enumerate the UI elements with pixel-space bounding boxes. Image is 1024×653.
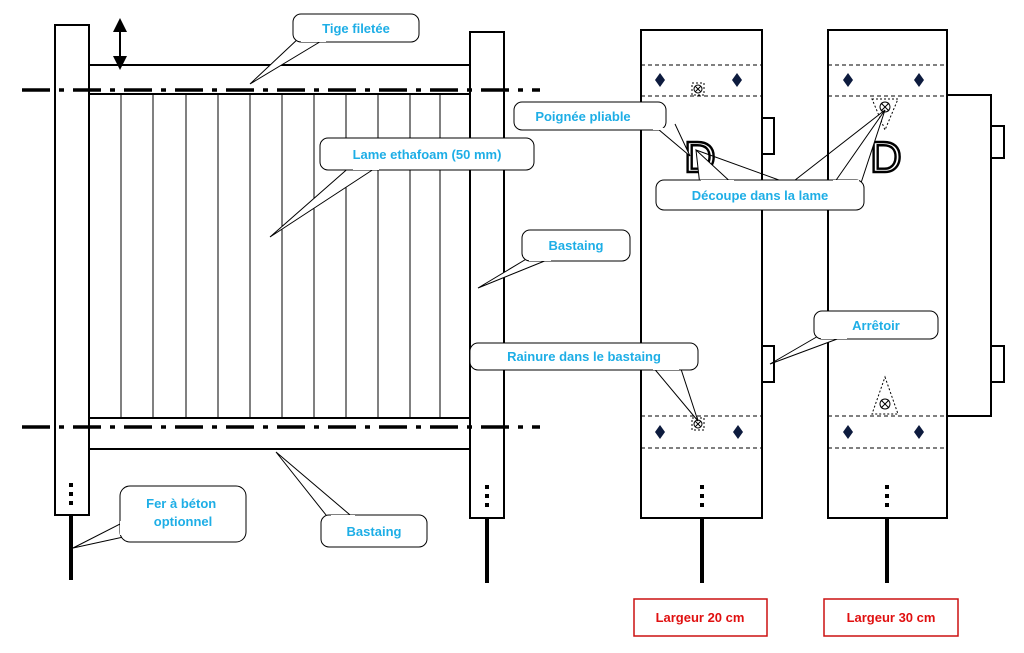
slats (120, 94, 441, 418)
left-post (54, 24, 90, 516)
callout-rebar: Fer à béton optionnel (72, 485, 247, 549)
label-folding-handle: Poignée pliable (535, 109, 630, 124)
post-20cm-dots (700, 485, 704, 507)
stopper-tab-30cm (990, 345, 1005, 383)
left-post-dots (69, 483, 73, 505)
right-post-dots (485, 485, 489, 507)
post-30cm-back (946, 94, 992, 417)
side-view-30cm: D (827, 29, 1005, 583)
bolt-icon-30 (843, 73, 924, 439)
label-rebar: Fer à béton optionnel (146, 496, 220, 529)
post-30cm-dots (885, 485, 889, 507)
bolt-hole-icon (691, 82, 705, 431)
caption-width-30: Largeur 30 cm (823, 598, 959, 637)
label-stopper: Arrêtoir (852, 318, 900, 333)
label-ethafoam-slat: Lame ethafoam (50 mm) (353, 147, 502, 162)
callout-upright-bastaing: Bastaing (477, 229, 631, 289)
callout-groove: Rainure dans le bastaing (469, 342, 699, 422)
caption-width-20: Largeur 20 cm (633, 598, 768, 637)
stopper-tab-20cm (761, 345, 775, 383)
caption-width-30-text: Largeur 30 cm (847, 610, 936, 625)
callout-cutout: Découpe dans la lame (655, 109, 886, 211)
top-tab-30cm (990, 125, 1005, 159)
bolt-icon (655, 73, 743, 439)
callout-handle: Poignée pliable (513, 101, 691, 157)
label-slat-cutout: Découpe dans la lame (692, 188, 829, 203)
front-view (22, 18, 540, 583)
label-threaded-rod: Tige filetée (322, 21, 390, 36)
bottom-rail (88, 417, 471, 450)
label-upright-bastaing: Bastaing (549, 238, 604, 253)
callout-stopper: Arrêtoir (769, 310, 939, 365)
label-rebar-line-2: optionnel (154, 514, 213, 529)
folding-handle-icon-30: D (870, 133, 902, 182)
callout-bottom-bastaing: Bastaing (275, 451, 428, 548)
callout-threaded-rod: Tige filetée (249, 13, 420, 85)
callout-ethafoam: Lame ethafoam (50 mm) (269, 137, 535, 238)
caption-width-20-text: Largeur 20 cm (656, 610, 745, 625)
label-bottom-bastaing: Bastaing (347, 524, 402, 539)
label-rebar-line-1: Fer à béton (146, 496, 216, 511)
top-tab-20cm (761, 117, 775, 155)
label-groove: Rainure dans le bastaing (507, 349, 661, 364)
